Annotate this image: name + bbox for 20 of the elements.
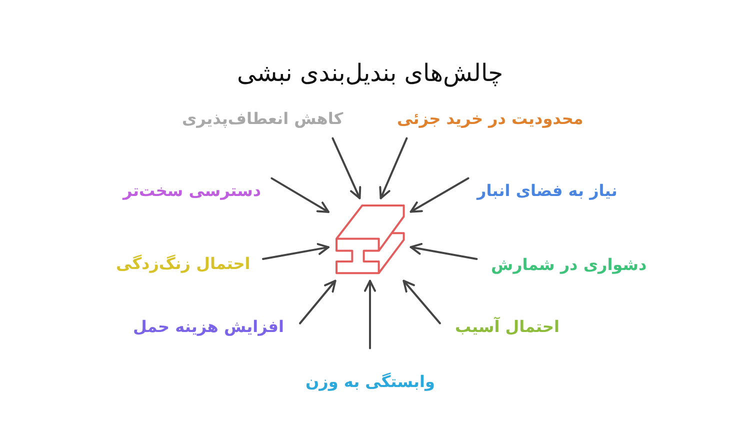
arrow (332, 137, 362, 200)
challenge-label: محدودیت در خرید جزئی (397, 109, 584, 129)
challenge-label: وابستگی به وزن (306, 372, 435, 392)
challenge-label: احتمال آسیب (455, 317, 560, 337)
arrow (262, 243, 330, 260)
arrow (402, 280, 441, 324)
arrow (270, 177, 330, 213)
arrow (410, 242, 478, 260)
challenge-label: دسترسی سخت‌تر (123, 181, 262, 201)
title: چالش‌های بندیل‌بندی نبشی (237, 58, 504, 88)
challenge-label: نیاز به فضای انبار (477, 181, 618, 201)
challenge-label: احتمال زنگ‌زدگی (116, 254, 250, 274)
challenge-label: دشواری در شمارش (491, 255, 647, 275)
challenge-label: کاهش انعطاف‌پذیری (182, 109, 344, 129)
arrow (379, 137, 408, 200)
challenge-label: افزایش هزینه حمل (133, 317, 284, 337)
arrow (410, 177, 470, 213)
arrow (364, 280, 376, 350)
arrow (299, 280, 336, 324)
beam-icon (334, 204, 405, 275)
